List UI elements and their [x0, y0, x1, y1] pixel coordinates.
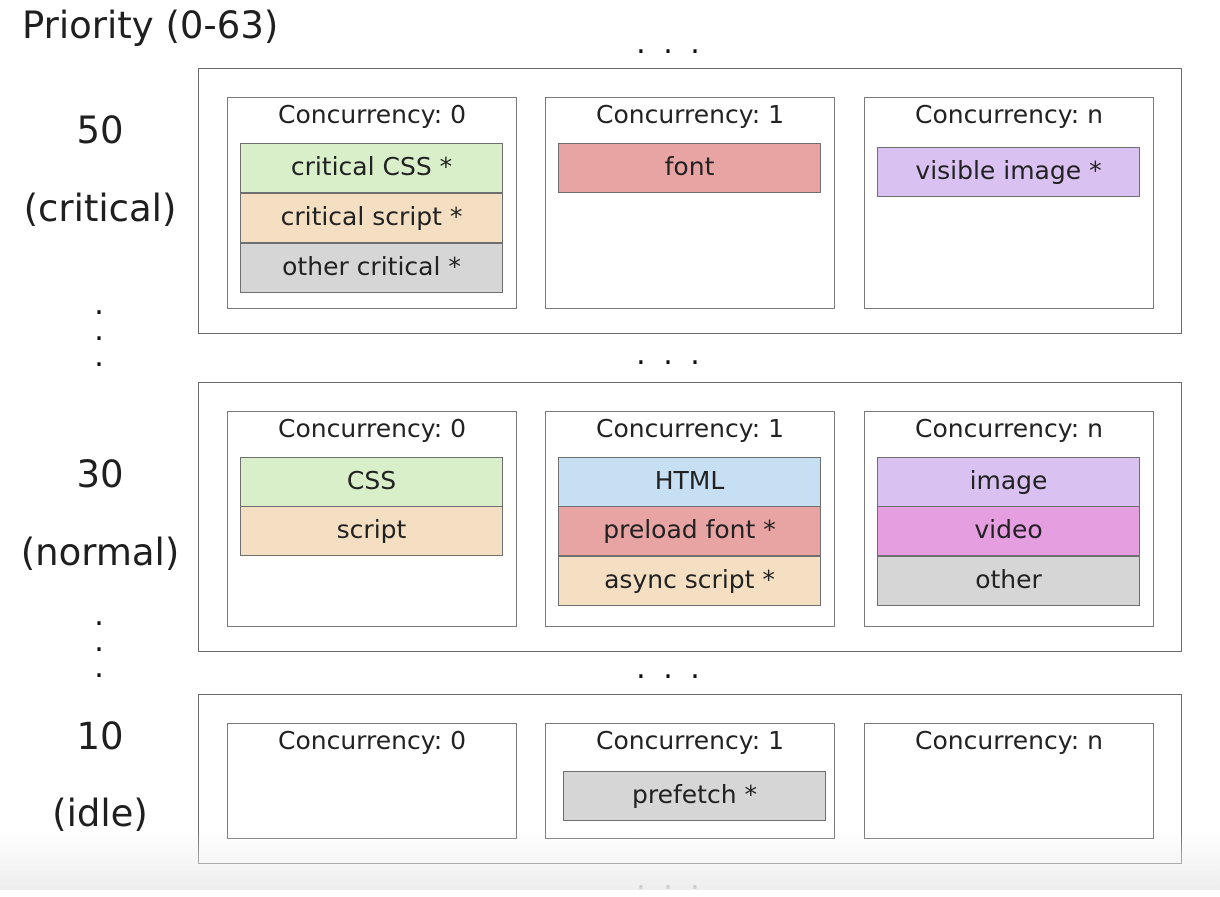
bucket-concurrency-0: Concurrency: 0 CSS script [227, 411, 517, 627]
priority-level-normal: 30 [76, 453, 124, 496]
queue-item: CSS [240, 457, 503, 507]
priority-level-idle: 10 [76, 715, 124, 758]
queue-item: prefetch * [563, 771, 826, 821]
dot: . [94, 287, 104, 322]
bucket-title: Concurrency: n [915, 726, 1103, 755]
bucket-concurrency-0: Concurrency: 0 critical CSS * critical s… [227, 97, 517, 309]
queue-item: critical CSS * [240, 143, 503, 193]
bucket-title: Concurrency: 1 [596, 726, 784, 755]
band-critical: Concurrency: 0 critical CSS * critical s… [198, 68, 1182, 334]
bucket-concurrency-1: Concurrency: 1 prefetch * [545, 723, 835, 839]
queue-item: preload font * [558, 506, 821, 556]
band-normal: Concurrency: 0 CSS script Concurrency: 1… [198, 382, 1182, 652]
bucket-concurrency-n: Concurrency: n [864, 723, 1154, 839]
dot: . [94, 313, 104, 348]
queue-item: HTML [558, 457, 821, 507]
bucket-concurrency-0: Concurrency: 0 [227, 723, 517, 839]
bucket-title: Concurrency: 1 [596, 414, 784, 443]
priority-name-critical: (critical) [23, 187, 177, 230]
queue-item: async script * [558, 556, 821, 606]
dot: . [94, 624, 104, 659]
queue-item: other [877, 556, 1140, 606]
priority-name-normal: (normal) [20, 531, 180, 574]
vertical-dots-upper: ... [84, 287, 114, 374]
queue-item: other critical * [240, 243, 503, 293]
bucket-title: Concurrency: 0 [278, 100, 466, 129]
queue-item: font [558, 143, 821, 193]
dot: . [94, 598, 104, 633]
queue-item: visible image * [877, 147, 1140, 197]
priority-level-critical: 50 [76, 109, 124, 152]
bucket-title: Concurrency: n [915, 100, 1103, 129]
queue-item: image [877, 457, 1140, 507]
ellipsis-bottom: . . . [636, 862, 704, 897]
bucket-title: Concurrency: 0 [278, 726, 466, 755]
ellipsis-between-normal-idle: . . . [636, 651, 704, 686]
band-idle: Concurrency: 0 Concurrency: 1 prefetch *… [198, 694, 1182, 864]
bucket-concurrency-1: Concurrency: 1 font [545, 97, 835, 309]
bucket-concurrency-n: Concurrency: n visible image * [864, 97, 1154, 309]
ellipsis-between-critical-normal: . . . [636, 337, 704, 372]
vertical-dots-lower: ... [84, 598, 114, 685]
priority-name-idle: (idle) [52, 792, 148, 835]
diagram-title: Priority (0-63) [22, 4, 279, 47]
ellipsis-top: . . . [636, 26, 704, 61]
queue-item: critical script * [240, 193, 503, 243]
dot: . [94, 650, 104, 685]
bucket-title: Concurrency: 0 [278, 414, 466, 443]
bucket-title: Concurrency: n [915, 414, 1103, 443]
bucket-title: Concurrency: 1 [596, 100, 784, 129]
bucket-concurrency-n: Concurrency: n image video other [864, 411, 1154, 627]
bucket-concurrency-1: Concurrency: 1 HTML preload font * async… [545, 411, 835, 627]
queue-item: video [877, 506, 1140, 556]
queue-item: script [240, 506, 503, 556]
dot: . [94, 339, 104, 374]
